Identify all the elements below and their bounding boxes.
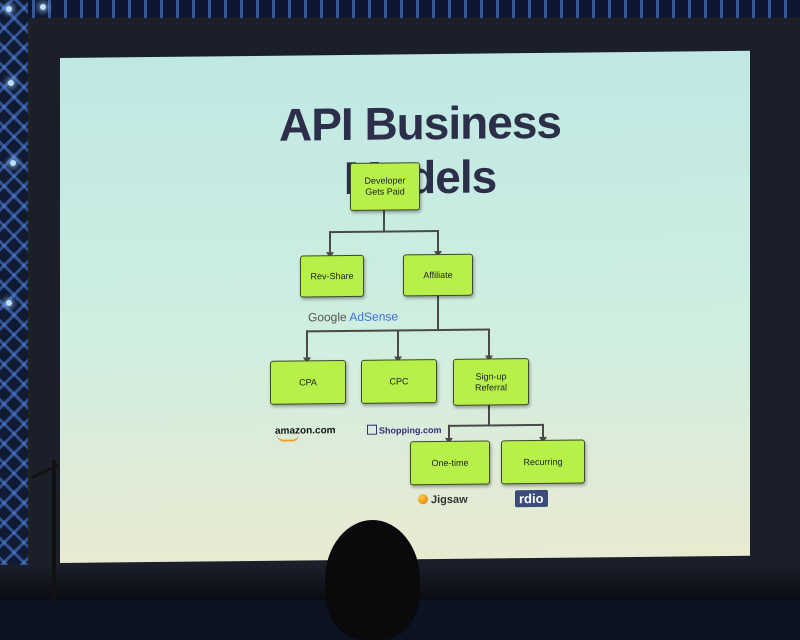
connector — [306, 330, 308, 359]
connector — [397, 329, 399, 358]
connector — [448, 423, 544, 427]
connector — [542, 423, 544, 438]
node-cpc: CPC — [361, 359, 437, 404]
node-cpa: CPA — [270, 360, 346, 405]
connector — [448, 424, 450, 439]
connector — [383, 209, 385, 232]
audience-head-silhouette — [325, 520, 420, 640]
shopping-wordmark: Shopping.com — [379, 425, 442, 436]
amazon-logo: amazon.com — [275, 425, 336, 442]
stage-light — [6, 300, 12, 306]
stage-light — [6, 6, 12, 12]
node-one-time: One-time — [410, 440, 490, 486]
node-affiliate: Affiliate — [403, 253, 473, 297]
rdio-logo: rdio — [515, 489, 548, 508]
mic-stand — [52, 460, 56, 600]
jigsaw-logo: Jigsaw — [418, 494, 468, 507]
connector — [437, 230, 439, 253]
jigsaw-icon — [418, 494, 428, 505]
jigsaw-wordmark: Jigsaw — [431, 493, 468, 507]
google-adsense-logo: Google AdSense — [308, 309, 398, 324]
node-rev-share: Rev-Share — [300, 254, 364, 298]
node-signup-referral: Sign-up Referral — [453, 358, 529, 406]
shopping-logo: Shopping.com — [367, 424, 442, 436]
stage-truss-left — [0, 0, 28, 600]
connector — [488, 403, 490, 426]
node-recurring: Recurring — [501, 439, 585, 485]
slide-title: API Business Models — [279, 95, 561, 205]
stage-light — [40, 4, 46, 10]
slide: API Business Models Developer Gets Paid … — [60, 50, 750, 564]
shopping-bag-icon — [367, 424, 377, 435]
google-wordmark: Google — [308, 309, 347, 325]
stage-light — [8, 80, 14, 86]
node-developer-gets-paid: Developer Gets Paid — [350, 162, 420, 211]
connector — [329, 230, 439, 234]
amazon-wordmark: amazon.com — [275, 425, 336, 437]
connector — [329, 231, 331, 254]
projection-screen: API Business Models Developer Gets Paid … — [30, 20, 800, 565]
connector — [488, 328, 490, 357]
connector — [437, 294, 439, 331]
stage-light — [10, 160, 16, 166]
adsense-wordmark: AdSense — [346, 309, 399, 324]
